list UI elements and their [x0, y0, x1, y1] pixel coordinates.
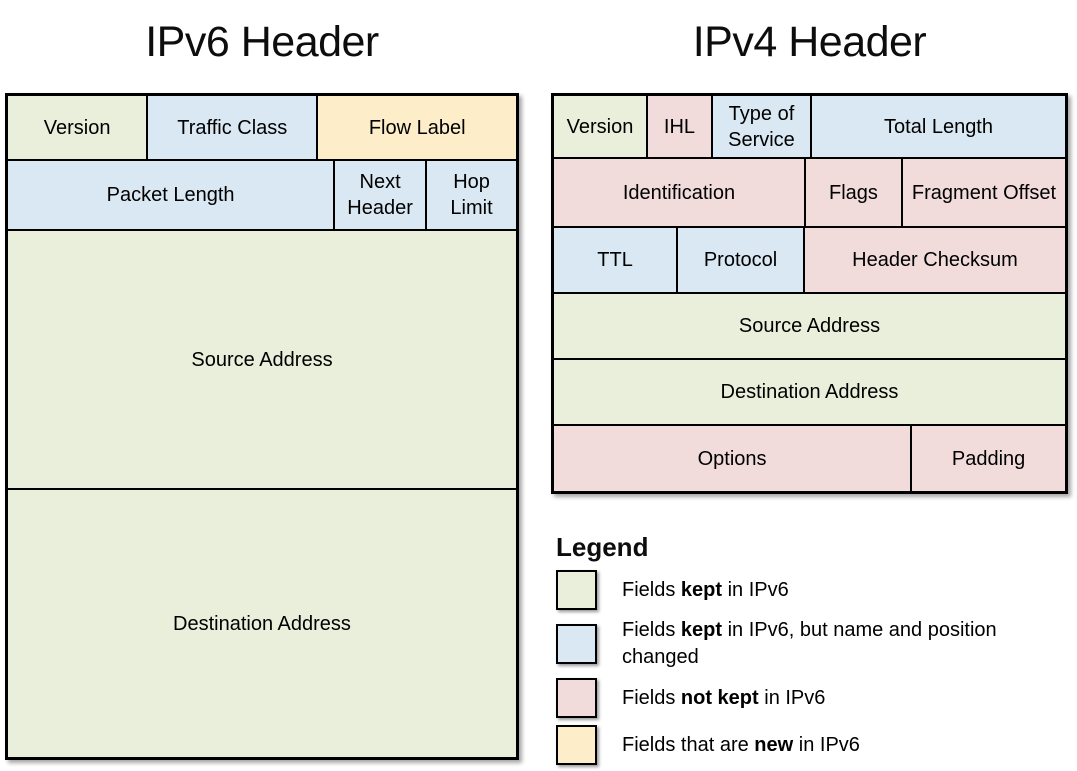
legend-item-kept-label: Fields kept in IPv6	[622, 578, 789, 601]
legend-items: Fields kept in IPv6 Fields kept in IPv6,…	[556, 570, 1046, 765]
ipv4-field-padding: Padding	[912, 426, 1065, 491]
ipv4-row-4: Source Address	[554, 294, 1065, 360]
ipv4-field-source-address: Source Address	[554, 294, 1065, 358]
ipv6-field-traffic-class: Traffic Class	[148, 96, 319, 159]
ipv6-field-hop-limit: Hop Limit	[427, 161, 516, 229]
ipv4-title: IPv4 Header	[692, 18, 927, 66]
ipv4-field-type-of-service: Type of Service	[712, 96, 813, 157]
ipv4-header-table: Version IHL Type of Service Total Length…	[551, 93, 1068, 494]
ipv6-field-packet-length: Packet Length	[8, 161, 336, 229]
ipv4-field-fragment-offset: Fragment Offset	[903, 159, 1065, 226]
legend-item-removed-label: Fields not kept in IPv6	[622, 686, 826, 709]
ipv4-field-version: Version	[554, 96, 649, 157]
legend-title: Legend	[556, 532, 649, 562]
ipv6-field-source-address: Source Address	[8, 231, 516, 488]
legend-item-removed: Fields not kept in IPv6	[556, 678, 1046, 718]
ipv4-field-ihl: IHL	[648, 96, 713, 157]
ipv4-field-identification: Identification	[554, 159, 806, 226]
legend-swatch-removed-icon	[556, 678, 597, 718]
ipv4-field-flags: Flags	[805, 159, 903, 226]
ipv4-row-5: Destination Address	[554, 360, 1065, 426]
ipv6-row-3: Source Address	[8, 231, 516, 490]
ipv4-row-1: Version IHL Type of Service Total Length	[554, 96, 1065, 159]
legend: Legend Fields kept in IPv6 Fields kept i…	[556, 532, 1046, 765]
ipv4-row-6: Options Padding	[554, 426, 1065, 491]
ipv4-field-options: Options	[554, 426, 913, 491]
legend-swatch-changed-icon	[556, 624, 597, 664]
ipv4-field-header-checksum: Header Checksum	[804, 228, 1065, 292]
ipv6-row-1: Version Traffic Class Flow Label	[8, 96, 516, 161]
ipv6-field-next-header: Next Header	[335, 161, 428, 229]
ipv4-row-2: Identification Flags Fragment Offset	[554, 159, 1065, 228]
ipv6-field-flow-label: Flow Label	[318, 96, 516, 159]
ipv6-header-table: Version Traffic Class Flow Label Packet …	[5, 93, 519, 760]
ipv4-field-ttl: TTL	[554, 228, 679, 292]
ipv4-field-destination-address: Destination Address	[554, 360, 1065, 424]
ipv4-field-protocol: Protocol	[678, 228, 805, 292]
ipv6-title: IPv6 Header	[145, 18, 379, 66]
legend-swatch-kept-icon	[556, 570, 597, 610]
ipv6-field-destination-address: Destination Address	[8, 490, 516, 757]
legend-item-changed: Fields kept in IPv6, but name and positi…	[556, 617, 1046, 671]
legend-swatch-new-icon	[556, 725, 597, 765]
legend-item-new: Fields that are new in IPv6	[556, 725, 1046, 765]
ipv6-field-version: Version	[8, 96, 149, 159]
ipv6-row-2: Packet Length Next Header Hop Limit	[8, 161, 516, 231]
ipv6-row-4: Destination Address	[8, 490, 516, 757]
legend-item-new-label: Fields that are new in IPv6	[622, 733, 860, 756]
legend-item-changed-label: Fields kept in IPv6, but name and positi…	[622, 619, 997, 668]
legend-item-kept: Fields kept in IPv6	[556, 570, 1046, 610]
ipv4-row-3: TTL Protocol Header Checksum	[554, 228, 1065, 294]
ipv4-field-total-length: Total Length	[812, 96, 1065, 157]
